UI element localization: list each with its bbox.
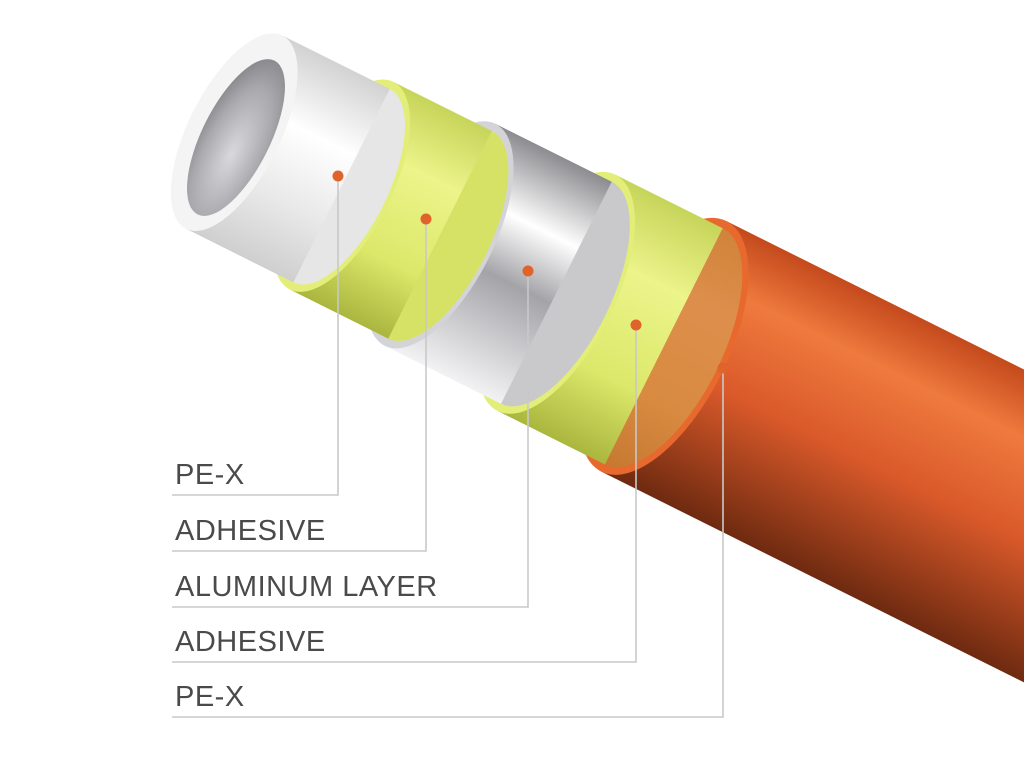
label-outer-pex: PE-X <box>175 681 245 713</box>
marker-dots <box>332 170 729 374</box>
marker-dot-1 <box>332 170 344 182</box>
leader-line-4 <box>172 325 637 663</box>
marker-dot-3 <box>522 265 534 277</box>
leader-line-2 <box>172 219 427 552</box>
label-inner-adhesive: ADHESIVE <box>175 515 326 547</box>
leader-line-1 <box>172 176 339 496</box>
leader-line-5 <box>172 368 724 718</box>
pipe-cutaway <box>170 33 1024 704</box>
marker-dot-2 <box>420 213 432 225</box>
label-aluminum-layer: ALUMINUM LAYER <box>175 571 438 603</box>
marker-dot-4 <box>630 319 642 331</box>
label-inner-pex: PE-X <box>175 459 245 491</box>
inner-pex-segment <box>170 33 390 283</box>
pipe-bore <box>187 59 285 216</box>
label-outer-adhesive: ADHESIVE <box>175 626 326 658</box>
leader-line-3 <box>172 271 529 608</box>
layer-labels: PE-X ADHESIVE ALUMINUM LAYER ADHESIVE PE… <box>175 459 438 713</box>
leader-lines <box>172 176 724 718</box>
marker-dot-5 <box>717 362 729 374</box>
